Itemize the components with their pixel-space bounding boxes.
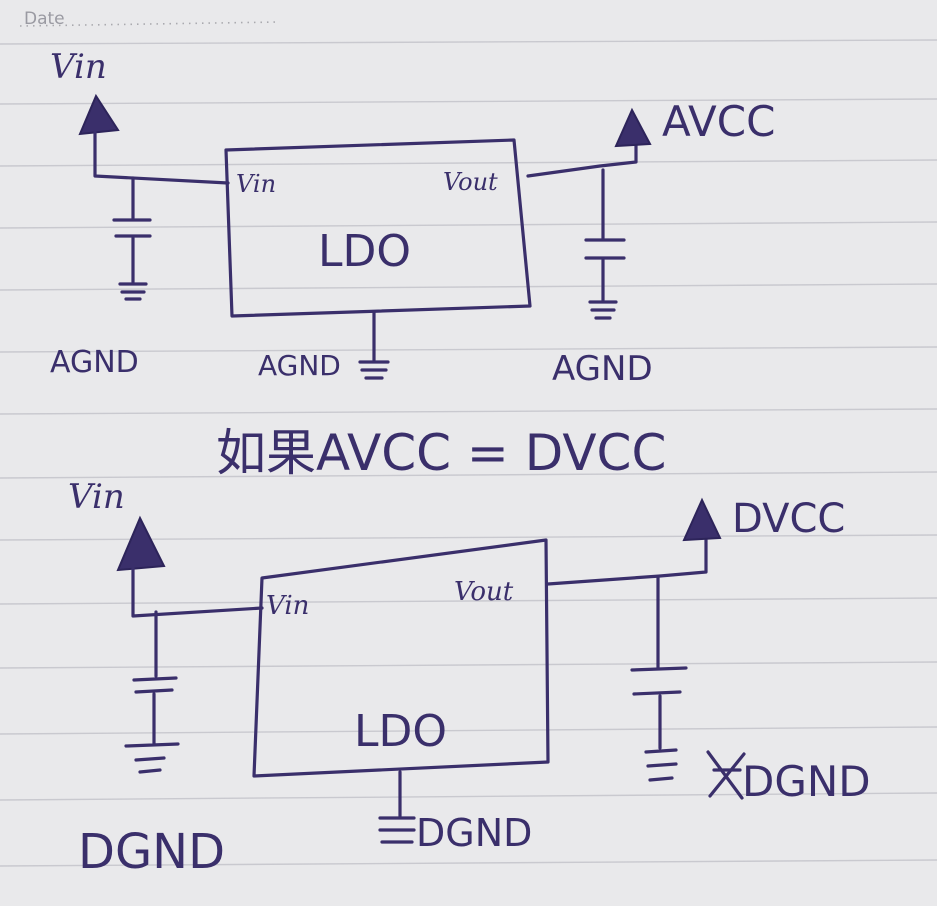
ruled-lines <box>0 21 937 867</box>
rule-line <box>0 283 937 291</box>
bottom-vin-label: Vin <box>68 477 125 517</box>
top-gnd-left-label: AGND <box>50 345 139 380</box>
bottom-gnd-center-label: DGND <box>416 811 532 855</box>
top-vin-arrow-icon <box>78 93 120 136</box>
date-dotted-line <box>19 21 281 27</box>
bottom-ldo-pin-in: Vin <box>266 591 309 621</box>
rule-line <box>0 661 937 669</box>
condition-caption: 如果AVCC = DVCC <box>216 424 666 482</box>
rule-line <box>0 408 937 415</box>
date-header: Date <box>24 9 65 29</box>
top-ldo-ground-icon <box>358 310 390 380</box>
top-ldo-box <box>224 138 532 318</box>
top-ldo-name: LDO <box>318 226 411 277</box>
rule-line <box>0 346 937 353</box>
top-vin-label: Vin <box>50 47 107 87</box>
rule-line <box>0 39 937 45</box>
bottom-dvcc-arrow-icon <box>682 497 722 542</box>
rule-line <box>0 597 937 605</box>
bottom-input-wire <box>131 566 264 618</box>
bottom-input-capacitor <box>124 610 180 774</box>
rule-line <box>0 726 937 735</box>
top-avcc-label: AVCC <box>662 97 775 146</box>
rule-line <box>0 471 937 479</box>
rule-line <box>0 534 937 541</box>
bottom-vin-arrow-icon <box>116 515 166 572</box>
bottom-gnd-right-label: DGND <box>742 757 871 806</box>
scribble-mark <box>706 750 746 800</box>
top-ldo-pin-in: Vin <box>236 170 276 198</box>
rule-line <box>0 792 937 801</box>
bottom-dvcc-label: DVCC <box>732 496 845 542</box>
bottom-ldo-box <box>252 538 550 778</box>
top-output-capacitor <box>584 168 626 320</box>
bottom-ldo-ground-icon <box>378 770 416 844</box>
top-circuit: Vin AGND Vin Vout LDO AGND AVCC AGND <box>50 47 775 389</box>
top-gnd-center-label: AGND <box>258 349 341 382</box>
rule-line <box>0 98 937 105</box>
top-gnd-right-label: AGND <box>552 349 653 389</box>
top-input-capacitor <box>112 176 152 301</box>
top-output-wire <box>526 142 638 178</box>
bottom-ldo-pin-out: Vout <box>454 577 514 607</box>
bottom-circuit: Vin DGND Vin Vout LDO DGND DVCC DGND <box>68 477 871 880</box>
top-avcc-arrow-icon <box>614 107 652 148</box>
bottom-gnd-left-label: DGND <box>78 824 225 880</box>
rule-line <box>0 159 937 167</box>
rule-line <box>0 221 937 229</box>
bottom-ldo-name: LDO <box>354 706 447 757</box>
bottom-output-capacitor <box>630 576 688 782</box>
top-ldo-pin-out: Vout <box>443 168 498 196</box>
rule-line <box>0 859 937 867</box>
bottom-output-wire <box>546 538 708 586</box>
top-input-wire <box>93 130 230 185</box>
